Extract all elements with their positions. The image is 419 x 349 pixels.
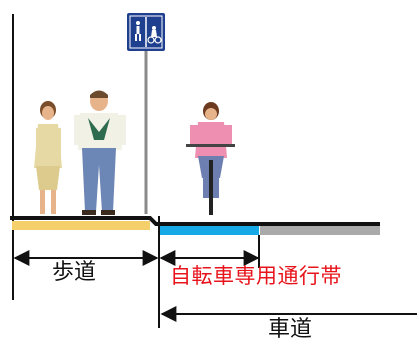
ground-line: [10, 216, 380, 226]
cyclist-illustration: [186, 102, 235, 215]
traffic-sign: [127, 13, 165, 214]
sidewalk-label: 歩道: [52, 260, 97, 285]
roadway-surface: [260, 226, 380, 235]
pedestrian-woman-illustration: [34, 101, 62, 214]
roadway-label: 車道: [268, 317, 313, 342]
bike-lane-surface: [160, 226, 259, 235]
sidewalk-surface: [12, 221, 150, 230]
bike-lane-label: 自転車専用通行帯: [170, 264, 342, 288]
pedestrian-man-illustration: [74, 90, 126, 215]
bicycle-pedestrian-separation-sign-icon: [129, 15, 163, 49]
